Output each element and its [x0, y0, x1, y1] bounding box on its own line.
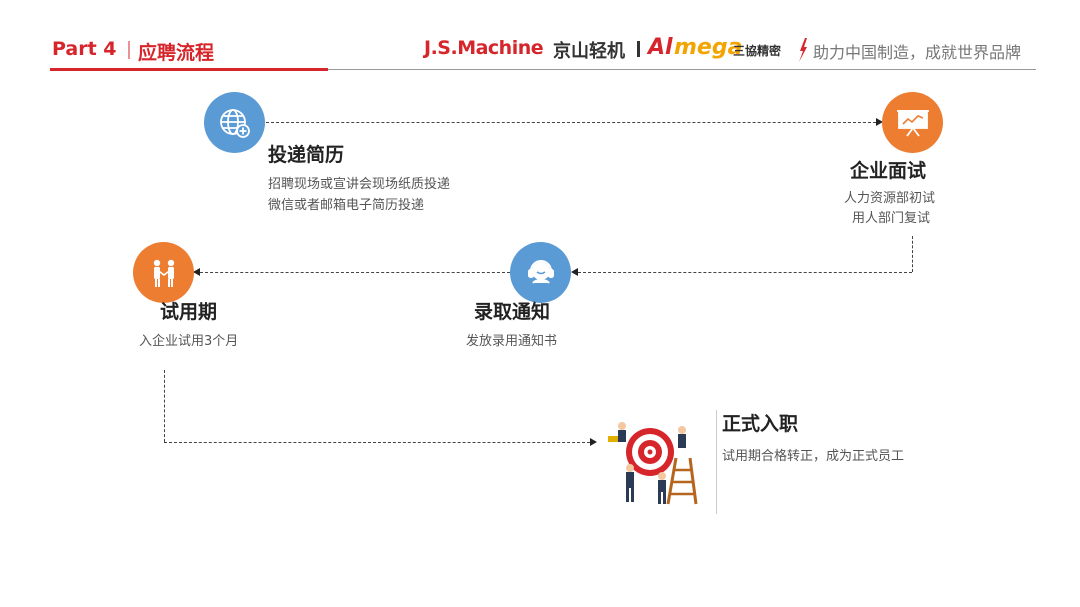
connector-offer-probation: [200, 272, 510, 273]
connector-probation-down: [164, 370, 165, 442]
presentation-board-icon: [882, 92, 943, 153]
logo-divider: [637, 41, 640, 57]
header-separator: [128, 41, 130, 59]
jsmachine-logo: J.S.Machine: [424, 37, 544, 59]
section-title: 应聘流程: [138, 42, 215, 64]
step-title-offer: 录取通知: [474, 301, 551, 323]
header-accent-line: [50, 68, 328, 71]
step-title-probation: 试用期: [160, 301, 218, 323]
red-slash-icon: [798, 38, 808, 66]
almega-logo-mega: mega: [674, 35, 743, 60]
step-desc-onboard-1: 试用期合格转正，成为正式员工: [722, 449, 905, 464]
handshake-icon: [133, 242, 194, 303]
target-team-illustration: [604, 418, 704, 512]
jsmachine-logo-cn: 京山轻机: [553, 41, 625, 62]
step-desc-interview-1: 人力资源部初试: [844, 191, 936, 206]
step-desc-interview-2: 用人部门复试: [852, 211, 931, 226]
arrow-left-icon: [571, 268, 578, 276]
arrow-left-icon: [193, 268, 200, 276]
onboard-divider: [716, 410, 717, 514]
almega-logo-al: Al: [648, 35, 673, 60]
step-title-onboard: 正式入职: [722, 413, 799, 435]
headset-person-icon: [510, 242, 571, 303]
step-desc-resume-2: 微信或者邮箱电子简历投递: [268, 198, 425, 213]
arrow-right-icon: [590, 438, 597, 446]
connector-interview-offer: [578, 272, 912, 273]
sanxie-logo: 三協精密: [733, 44, 782, 58]
step-title-interview: 企业面试: [850, 160, 927, 182]
globe-icon: [204, 92, 265, 153]
connector-resume-interview: [266, 122, 876, 123]
connector-probation-onboard: [164, 442, 590, 443]
step-desc-offer-1: 发放录用通知书: [466, 334, 558, 349]
part-label: Part 4: [52, 38, 117, 60]
step-title-resume: 投递简历: [268, 144, 345, 166]
connector-interview-down: [912, 236, 913, 272]
slogan: 助力中国制造，成就世界品牌: [813, 43, 1022, 62]
step-desc-probation-1: 入企业试用3个月: [139, 334, 239, 349]
step-desc-resume-1: 招聘现场或宣讲会现场纸质投递: [268, 177, 451, 192]
arrow-right-icon: [876, 118, 883, 126]
header-divider-line: [328, 69, 1036, 70]
